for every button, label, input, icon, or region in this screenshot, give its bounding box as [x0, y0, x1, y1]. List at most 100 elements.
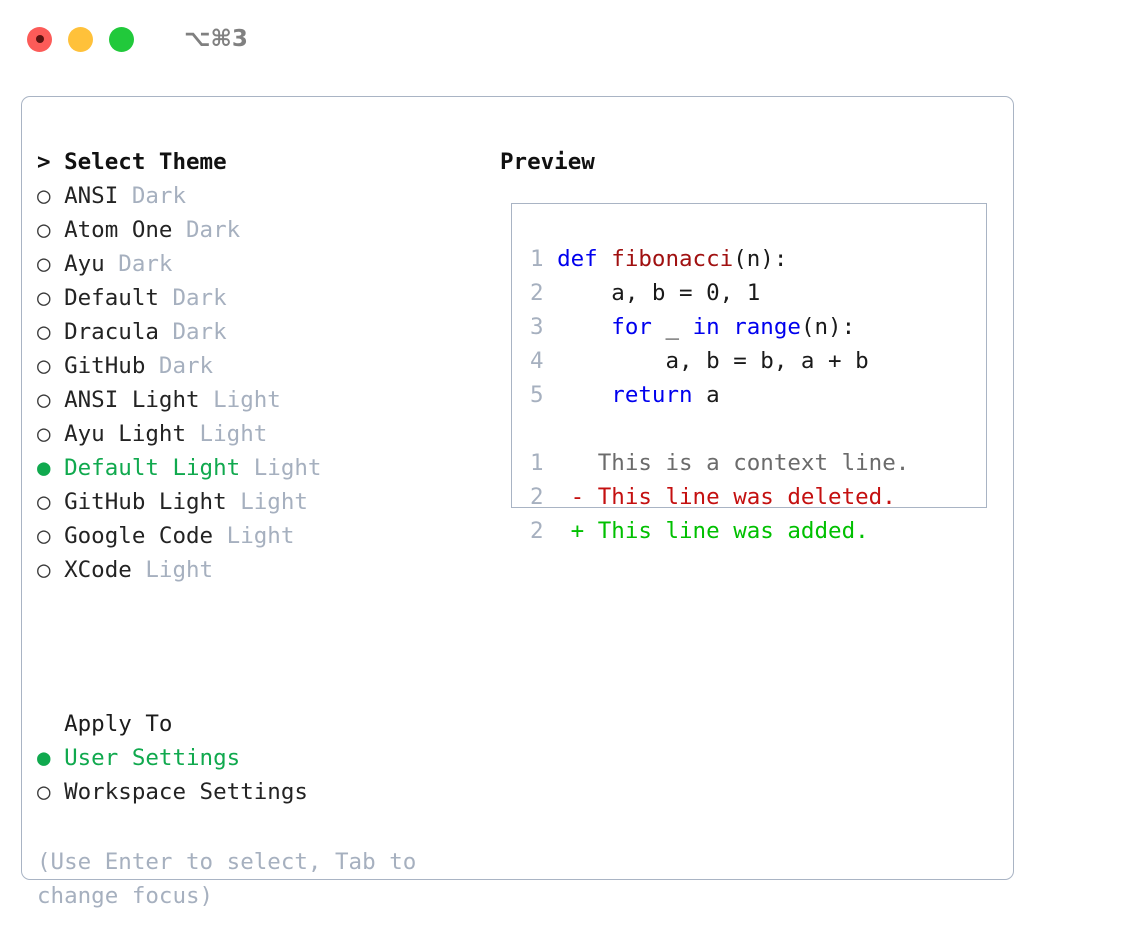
- theme-option-label: ANSI: [50, 183, 119, 209]
- diff-line-text: + This line was added.: [570, 518, 869, 544]
- panel-body: > Select Theme ○ ANSI Dark○ Atom One Dar…: [22, 97, 1013, 909]
- traffic-light-group: [27, 26, 134, 52]
- theme-variant-tag: Light: [226, 489, 308, 515]
- code-gutter-space: [544, 348, 558, 374]
- theme-option-label: Default Light: [50, 455, 241, 481]
- code-line-number: 5: [530, 382, 544, 408]
- code-gutter-space: [544, 314, 558, 340]
- diff-line-number: 2: [530, 484, 544, 510]
- code-token: in: [692, 314, 720, 340]
- radio-unselected-icon: ○: [37, 489, 51, 515]
- code-gutter-space: [544, 280, 558, 306]
- theme-option-ayu[interactable]: ○ Ayu Dark: [37, 247, 477, 281]
- code-line: 2 a, b = 0, 1: [530, 276, 970, 310]
- code-token: (n):: [800, 314, 856, 340]
- code-token: fibonacci: [611, 246, 734, 272]
- theme-variant-tag: Light: [213, 523, 295, 549]
- minimize-window-button[interactable]: [68, 26, 93, 52]
- code-gutter-space: [544, 382, 558, 408]
- window-titlebar: ⌥⌘3: [0, 0, 1140, 78]
- theme-selector-column: > Select Theme ○ ANSI Dark○ Atom One Dar…: [37, 145, 477, 587]
- code-token: [557, 314, 611, 340]
- diff-line-text: This is a context line.: [570, 450, 910, 476]
- diff-line-number: 1: [530, 450, 544, 476]
- theme-variant-tag: Dark: [172, 217, 241, 243]
- apply-to-option-user-settings[interactable]: ● User Settings: [37, 741, 477, 775]
- code-line: 1 def fibonacci(n):: [530, 242, 970, 276]
- preview-separator: [530, 412, 970, 446]
- theme-option-google-code[interactable]: ○ Google Code Light: [37, 519, 477, 553]
- code-token: def: [557, 246, 612, 272]
- apply-to-option-label: User Settings: [50, 745, 241, 771]
- apply-to-group: Apply To ● User Settings○ Workspace Sett…: [37, 707, 477, 809]
- code-line-number: 3: [530, 314, 544, 340]
- select-theme-header: > Select Theme: [37, 149, 227, 175]
- theme-option-ayu-light[interactable]: ○ Ayu Light Light: [37, 417, 477, 451]
- radio-unselected-icon: ○: [37, 523, 51, 549]
- theme-option-default-light[interactable]: ● Default Light Light: [37, 451, 477, 485]
- theme-variant-tag: Light: [131, 557, 214, 583]
- code-line: 4 a, b = b, a + b: [530, 344, 970, 378]
- code-token: (n):: [733, 246, 788, 272]
- diff-line: 2 + This line was added.: [530, 514, 970, 548]
- theme-option-ansi-light[interactable]: ○ ANSI Light Light: [37, 383, 477, 417]
- code-token: a, b = 0, 1: [557, 280, 761, 306]
- theme-option-label: Atom One: [50, 217, 173, 243]
- radio-unselected-icon: ○: [37, 285, 51, 311]
- theme-variant-tag: Dark: [145, 353, 214, 379]
- diff-line-text: - This line was deleted.: [570, 484, 896, 510]
- diff-gutter-space: [544, 484, 571, 510]
- theme-option-label: Default: [50, 285, 159, 311]
- radio-selected-icon: ●: [37, 455, 51, 481]
- theme-variant-tag: Dark: [158, 319, 227, 345]
- theme-variant-tag: Light: [199, 387, 281, 413]
- theme-option-github[interactable]: ○ GitHub Dark: [37, 349, 477, 383]
- radio-unselected-icon: ○: [37, 557, 51, 583]
- theme-option-atom-one[interactable]: ○ Atom One Dark: [37, 213, 477, 247]
- code-token: _: [651, 314, 693, 340]
- close-window-button[interactable]: [27, 26, 52, 52]
- theme-option-label: GitHub Light: [50, 489, 227, 515]
- code-token: a, b = b, a + b: [557, 348, 869, 374]
- code-token: range: [733, 314, 801, 340]
- code-token: [557, 382, 611, 408]
- maximize-window-button[interactable]: [109, 26, 134, 52]
- apply-to-options[interactable]: ● User Settings○ Workspace Settings: [37, 741, 477, 809]
- diff-line: 2 - This line was deleted.: [530, 480, 970, 514]
- theme-option-label: Dracula: [50, 319, 159, 345]
- radio-selected-icon: ●: [37, 745, 51, 771]
- code-token: return: [611, 382, 693, 408]
- theme-variant-tag: Dark: [104, 251, 173, 277]
- radio-unselected-icon: ○: [37, 421, 51, 447]
- theme-option-default[interactable]: ○ Default Dark: [37, 281, 477, 315]
- diff-line-number: 2: [530, 518, 544, 544]
- radio-unselected-icon: ○: [37, 217, 51, 243]
- theme-option-github-light[interactable]: ○ GitHub Light Light: [37, 485, 477, 519]
- preview-column: Preview: [500, 145, 1000, 179]
- theme-option-label: Google Code: [50, 523, 214, 549]
- theme-option-label: Ayu Light: [50, 421, 187, 447]
- theme-option-xcode[interactable]: ○ XCode Light: [37, 553, 477, 587]
- code-token: a: [692, 382, 720, 408]
- theme-variant-tag: Light: [240, 455, 322, 481]
- theme-option-dracula[interactable]: ○ Dracula Dark: [37, 315, 477, 349]
- apply-to-option-workspace-settings[interactable]: ○ Workspace Settings: [37, 775, 477, 809]
- theme-option-label: Ayu: [50, 251, 105, 277]
- window-shortcut-label: ⌥⌘3: [184, 25, 248, 52]
- diff-gutter-space: [544, 518, 571, 544]
- code-line-number: 1: [530, 246, 544, 272]
- hint-line-2: change focus): [37, 883, 214, 909]
- radio-unselected-icon: ○: [37, 183, 51, 209]
- hint-line-1: (Use Enter to select, Tab to: [37, 849, 417, 875]
- keyboard-hint-text: (Use Enter to select, Tab to change focu…: [37, 845, 457, 913]
- preview-header: Preview: [500, 149, 595, 175]
- code-token: for: [611, 314, 652, 340]
- theme-list[interactable]: ○ ANSI Dark○ Atom One Dark○ Ayu Dark○ De…: [37, 179, 477, 587]
- code-line: 5 return a: [530, 378, 970, 412]
- theme-option-ansi[interactable]: ○ ANSI Dark: [37, 179, 477, 213]
- radio-unselected-icon: ○: [37, 387, 51, 413]
- apply-to-option-label: Workspace Settings: [50, 779, 308, 805]
- code-line-number: 2: [530, 280, 544, 306]
